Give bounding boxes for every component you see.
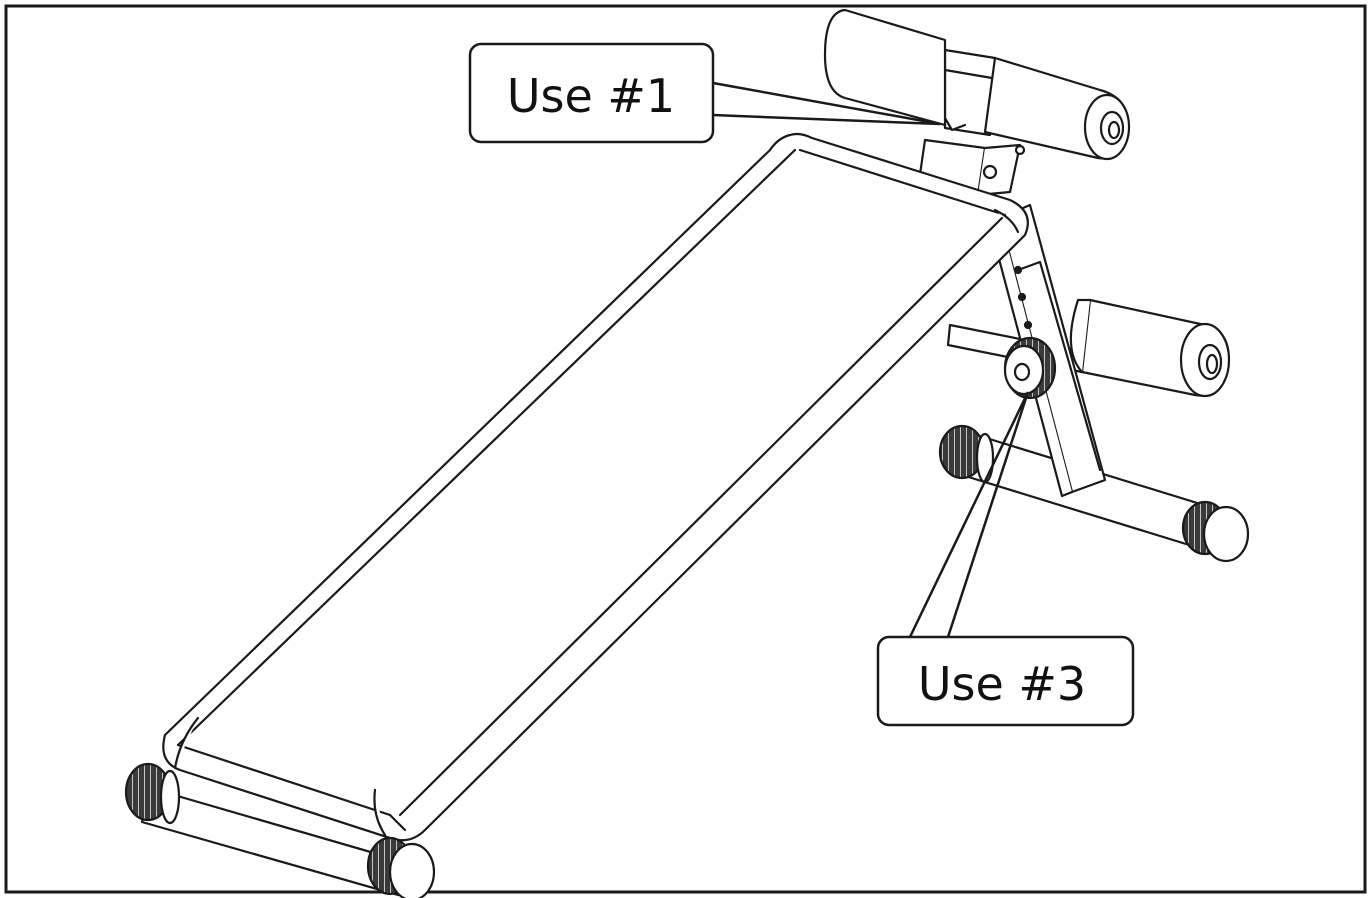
callout-use-3-box	[876, 635, 1135, 727]
top-left-roller-pad	[823, 8, 947, 127]
upright-post	[988, 203, 1107, 498]
rear-right-foot-cap	[1181, 500, 1250, 563]
bench-pad	[162, 132, 1029, 842]
use-3-leader	[908, 391, 1030, 638]
callout-use-1-label: Use #1	[507, 69, 675, 123]
callout-use-3-label: Use #3	[918, 657, 1086, 711]
callout-use-3: Use #3	[876, 635, 1135, 727]
callout-use-1: Use #1	[468, 42, 715, 144]
callout-leaders	[712, 81, 1030, 638]
front-left-foot-cap	[124, 762, 181, 825]
adjustment-knob	[1003, 336, 1057, 400]
lower-roller-pad	[1069, 298, 1231, 398]
front-right-foot-cap	[366, 836, 436, 898]
rear-left-foot-cap	[938, 424, 995, 484]
top-right-roller-pad	[983, 56, 1131, 161]
use-1-leader	[712, 81, 941, 126]
callout-use-1-box	[468, 42, 715, 144]
